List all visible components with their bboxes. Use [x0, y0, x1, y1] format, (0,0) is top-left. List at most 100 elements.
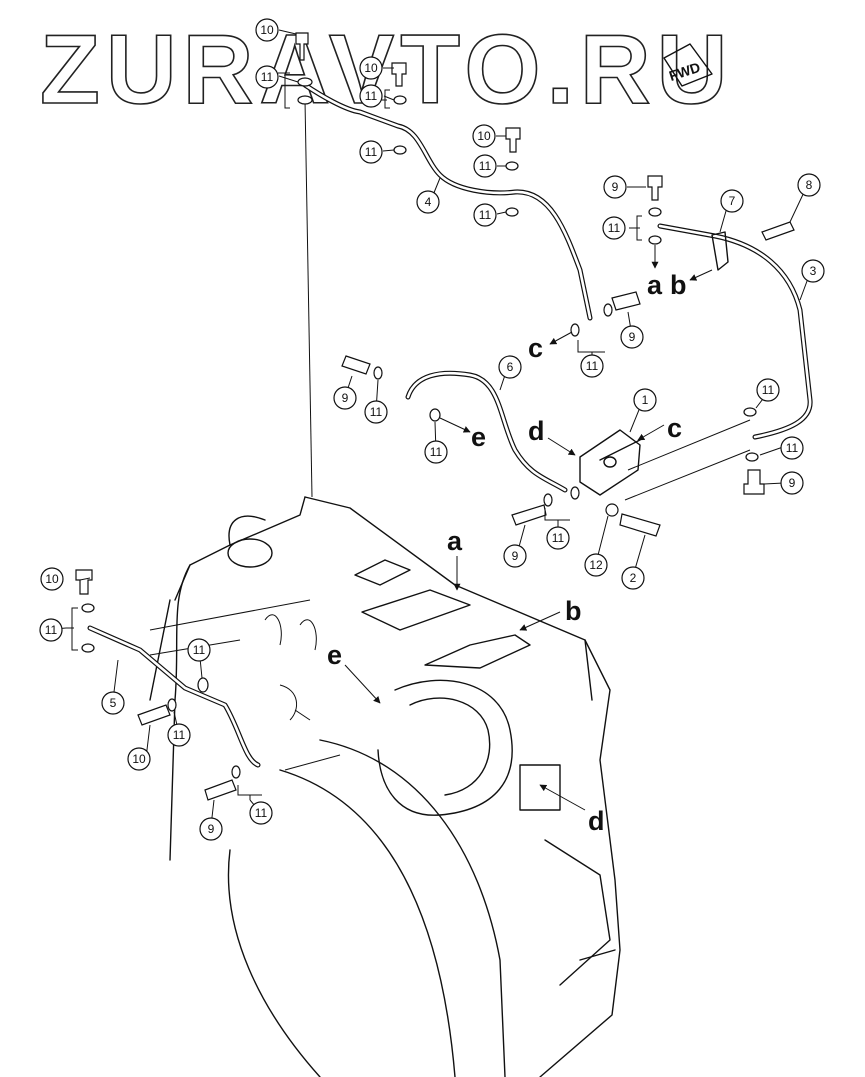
callout-12: 12: [584, 553, 608, 577]
svg-text:11: 11: [370, 405, 383, 419]
svg-text:11: 11: [45, 623, 58, 637]
callout-9-f: 9: [199, 817, 223, 841]
callout-6: 6: [498, 355, 522, 379]
callout-11-d: 11: [473, 154, 497, 178]
svg-text:11: 11: [479, 159, 492, 173]
callout-10-a: 10: [255, 18, 279, 42]
svg-text:12: 12: [589, 558, 603, 572]
svg-text:11: 11: [255, 806, 268, 820]
callout-7: 7: [720, 189, 744, 213]
svg-text:11: 11: [762, 383, 775, 397]
callout-11-n: 11: [187, 638, 211, 662]
svg-text:2: 2: [630, 571, 637, 585]
callout-9-e: 9: [503, 544, 527, 568]
svg-text:9: 9: [208, 822, 215, 836]
svg-text:11: 11: [608, 221, 621, 235]
svg-text:9: 9: [629, 330, 636, 344]
callout-11-o: 11: [167, 723, 191, 747]
letter-c-right: c: [667, 413, 682, 443]
callout-leaders: [54, 29, 811, 827]
callout-11-a: 11: [255, 65, 279, 89]
svg-text:11: 11: [173, 728, 186, 742]
callout-3: 3: [801, 259, 825, 283]
mounting-plate: [624, 419, 751, 501]
callout-11-i: 11: [756, 378, 780, 402]
bracket-part-7: [711, 231, 729, 271]
svg-text:3: 3: [810, 264, 817, 278]
svg-text:11: 11: [365, 89, 378, 103]
callout-11-p: 11: [249, 801, 273, 825]
callout-11-g: 11: [580, 354, 604, 378]
letter-labels: a b c e d c a b e d: [327, 270, 687, 836]
washers: [81, 77, 759, 779]
callout-10-d: 10: [40, 567, 64, 591]
callout-9-c: 9: [333, 386, 357, 410]
letter-c-upper: c: [528, 333, 543, 363]
callout-8: 8: [797, 173, 821, 197]
callout-9-d: 9: [780, 471, 804, 495]
svg-text:9: 9: [789, 476, 796, 490]
callout-9-b: 9: [620, 325, 644, 349]
watermark-text: ZURAVTO.RU: [40, 14, 733, 124]
leader-line: [304, 99, 313, 498]
svg-text:5: 5: [110, 696, 117, 710]
callout-4: 4: [416, 190, 440, 214]
svg-text:11: 11: [586, 359, 599, 373]
callout-11-c: 11: [359, 140, 383, 164]
callout-1: 1: [633, 388, 657, 412]
callout-11-e: 11: [473, 203, 497, 227]
svg-text:10: 10: [45, 572, 59, 586]
callout-2: 2: [621, 566, 645, 590]
svg-text:11: 11: [430, 445, 443, 459]
letter-d-lower: d: [588, 806, 605, 836]
svg-text:11: 11: [479, 208, 492, 222]
svg-text:8: 8: [806, 178, 813, 192]
svg-text:10: 10: [260, 23, 274, 37]
svg-text:10: 10: [477, 129, 491, 143]
callout-10-b: 10: [359, 56, 383, 80]
callout-11-f: 11: [602, 216, 626, 240]
pipe-4: [302, 82, 593, 321]
callout-9-a: 9: [603, 175, 627, 199]
callout-11-l: 11: [546, 526, 570, 550]
svg-text:11: 11: [552, 531, 565, 545]
letter-e-lower: e: [327, 640, 342, 670]
callout-11-m: 11: [39, 618, 63, 642]
reference-arrows: [344, 245, 713, 811]
pipe-3: [657, 223, 813, 440]
svg-text:7: 7: [729, 194, 736, 208]
transmission-housing: [149, 496, 621, 1077]
callout-11-j: 11: [424, 440, 448, 464]
letter-b-upper: b: [670, 270, 687, 300]
block-part-1: [579, 429, 641, 496]
bolts: [75, 32, 795, 801]
svg-text:4: 4: [425, 195, 432, 209]
svg-text:6: 6: [507, 360, 514, 374]
callout-10-e: 10: [127, 747, 151, 771]
svg-text:10: 10: [364, 61, 378, 75]
fwd-tag: FWD: [663, 43, 713, 87]
svg-text:11: 11: [193, 643, 206, 657]
letter-a-lower: a: [447, 526, 463, 556]
svg-text:1: 1: [642, 393, 649, 407]
svg-text:11: 11: [365, 145, 378, 159]
svg-text:11: 11: [786, 441, 799, 455]
letter-e-upper: e: [471, 422, 486, 452]
svg-text:9: 9: [342, 391, 349, 405]
svg-text:10: 10: [132, 752, 146, 766]
bracket-markers: [66, 72, 642, 800]
pipe-5: [87, 625, 261, 768]
svg-text:9: 9: [512, 549, 519, 563]
callout-11-k: 11: [780, 436, 804, 460]
letter-d-upper: d: [528, 416, 545, 446]
callout-10-c: 10: [472, 124, 496, 148]
letter-b-lower: b: [565, 596, 582, 626]
callout-5: 5: [101, 691, 125, 715]
callout-11-b: 11: [359, 84, 383, 108]
svg-text:11: 11: [261, 70, 274, 84]
callout-11-h: 11: [364, 400, 388, 424]
svg-text:9: 9: [612, 180, 619, 194]
letter-a-upper: a: [647, 270, 663, 300]
pipe-6: [405, 370, 568, 493]
